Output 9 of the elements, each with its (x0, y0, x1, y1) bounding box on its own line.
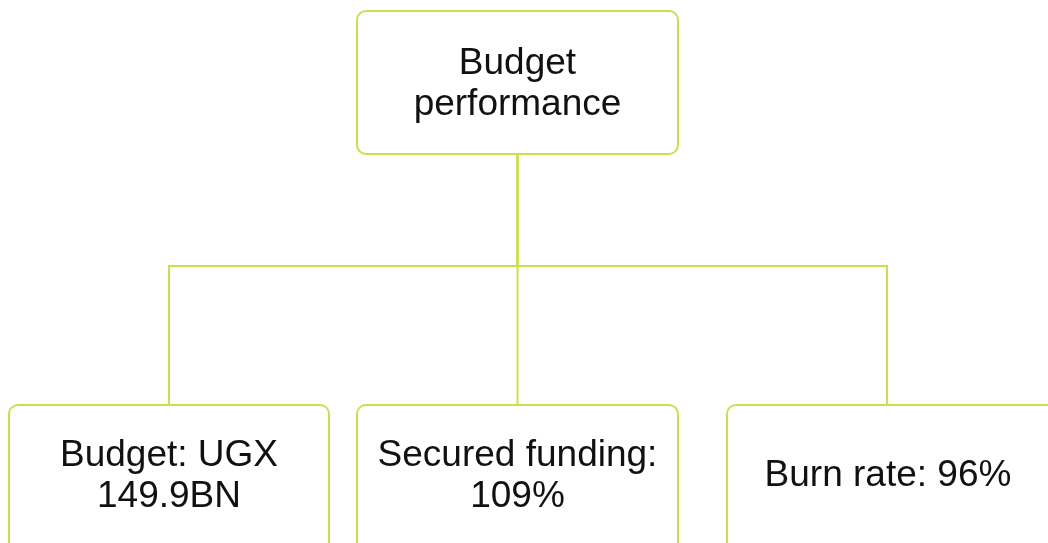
rounded-box (726, 404, 1048, 543)
box-label: Budget: UGX 149.9BN (59, 433, 279, 516)
box-label: Secured funding: 109% (376, 433, 659, 516)
rounded-box (8, 404, 330, 543)
rounded-box (356, 10, 679, 155)
box-label: Budget performance (412, 41, 623, 124)
connector-line (516, 154, 888, 405)
box-label: Burn rate: 96% (764, 454, 1012, 495)
rounded-box (356, 404, 679, 543)
